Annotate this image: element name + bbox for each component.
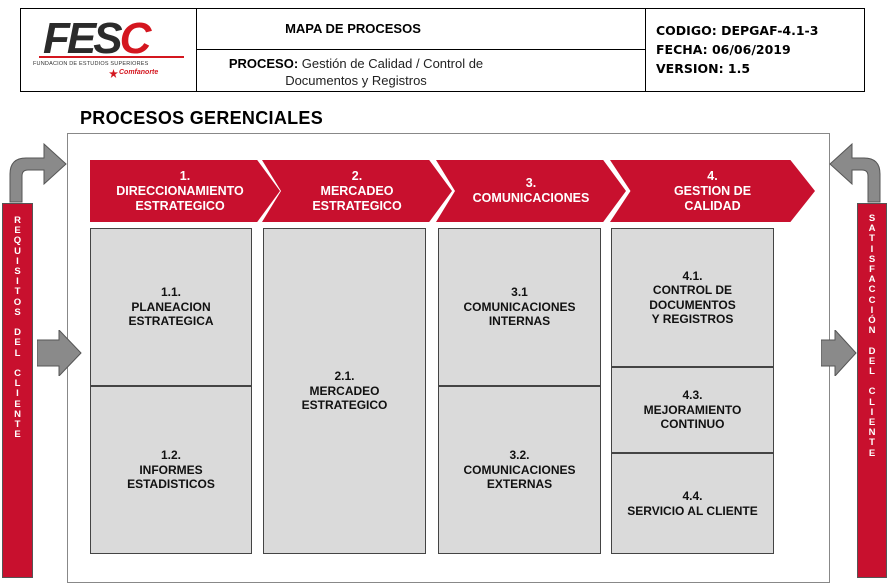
satisfaccion-bar-letter: T (869, 233, 875, 245)
document-title: MAPA DE PROCESOS (285, 21, 421, 36)
output-arrow-icon (821, 330, 857, 376)
requisitos-bar-letter: R (14, 215, 21, 226)
chevron-direccionamiento: 1. DIRECCIONAMIENTO ESTRATEGICO (90, 160, 280, 222)
requisitos-bar-letter: C (14, 368, 21, 380)
satisfaccion-bar-letter: N (868, 427, 876, 439)
satisfaccion-bar-letter: E (868, 417, 876, 429)
requisitos-bar-letter: I (16, 276, 19, 288)
requisitos-bar-letter: L (14, 378, 21, 390)
satisfaccion-bar-letter: D (868, 345, 876, 357)
logo-underline-icon (39, 56, 184, 58)
comfanorte-star-icon (109, 69, 118, 78)
process-box-4-1: 4.1. CONTROL DE DOCUMENTOS Y REGISTROS (611, 228, 774, 367)
requisitos-bar-letter: S (14, 306, 21, 318)
satisfaccion-bar-letter: T (869, 437, 875, 449)
satisfaccion-bar-letter: C (868, 284, 876, 296)
requisitos-bar-letter: T (14, 286, 21, 298)
codigo-field: CODIGO: DEPGAF-4.1-3 (656, 23, 819, 38)
satisfaccion-bar-letter: S (868, 253, 876, 265)
satisfaccion-bar-letter: C (868, 386, 876, 398)
chevron-mercadeo: 2. MERCADEO ESTRATEGICO (262, 160, 452, 222)
process-box-2-1: 2.1. MERCADEO ESTRATEGICO (263, 228, 426, 554)
process-box-4-4: 4.4. SERVICIO AL CLIENTE (611, 453, 774, 554)
satisfaccion-bar-letter: I (870, 304, 874, 316)
process-description: PROCESO: Gestión de Calidad / Control de… (228, 56, 484, 88)
requisitos-bar-letter: I (16, 255, 19, 267)
input-arrow-icon (37, 330, 82, 376)
fecha-field: FECHA: 06/06/2019 (656, 42, 791, 57)
requisitos-bar-letter: E (14, 225, 21, 237)
curved-arrow-left-icon (9, 142, 67, 203)
satisfaccion-bar-letter: E (868, 355, 876, 367)
requisitos-bar-letter: E (14, 398, 21, 410)
satisfaccion-bar-letter: E (868, 447, 876, 459)
satisfaccion-bar-letter: L (869, 396, 875, 408)
process-box-3-1: 3.1 COMUNICACIONES INTERNAS (438, 228, 601, 386)
process-box-4-3: 4.3. MEJORAMIENTO CONTINUO (611, 367, 774, 453)
document-metadata: CODIGO: DEPGAF-4.1-3 FECHA: 06/06/2019 V… (656, 21, 818, 78)
process-box-1-1: 1.1. PLANEACION ESTRATEGICA (90, 228, 252, 386)
section-title: PROCESOS GERENCIALES (80, 108, 324, 128)
chevron-gestion-calidad: 4. GESTION DE CALIDAD (610, 160, 815, 222)
chevron-comunicaciones: 3. COMUNICACIONES (436, 160, 626, 222)
satisfaccion-bar-letter: I (870, 243, 874, 255)
requisitos-bar-letter: Q (13, 235, 22, 247)
satisfaccion-bar-letter: F (869, 264, 875, 276)
satisfaccion-bar-letter: A (868, 223, 876, 235)
requisitos-bar-letter: N (14, 408, 21, 420)
version-field: VERSION: 1.5 (656, 61, 751, 76)
satisfaccion-bar-letter: I (870, 406, 874, 418)
requisitos-bar-letter: T (14, 419, 21, 431)
satisfaccion-bar-letter: Ó (868, 315, 876, 327)
requisitos-bar-letter: E (14, 337, 21, 349)
requisitos-bar-letter: S (14, 266, 21, 278)
document-header: FESC FUNDACION DE ESTUDIOS SUPERIORES Co… (20, 8, 865, 92)
satisfaccion-bar-letter: A (868, 274, 876, 286)
satisfaccion-bar-letter: C (868, 294, 876, 306)
requisitos-bar-letter: L (14, 347, 21, 359)
requisitos-bar-letter: D (14, 327, 21, 339)
curved-arrow-right-icon (829, 142, 881, 203)
satisfaccion-bar-letter: S (868, 213, 876, 224)
process-box-1-2: 1.2. INFORMES ESTADISTICOS (90, 386, 252, 554)
requisitos-bar-letter: I (16, 388, 19, 400)
satisfaccion-bar-letter: L (869, 366, 875, 378)
process-box-3-2: 3.2. COMUNICACIONES EXTERNAS (438, 386, 601, 554)
satisfaccion-bar-letter: N (868, 325, 876, 337)
requisitos-bar-letter: U (14, 245, 21, 257)
requisitos-bar-letter: E (14, 429, 21, 441)
requisitos-bar-letter: O (13, 296, 22, 308)
